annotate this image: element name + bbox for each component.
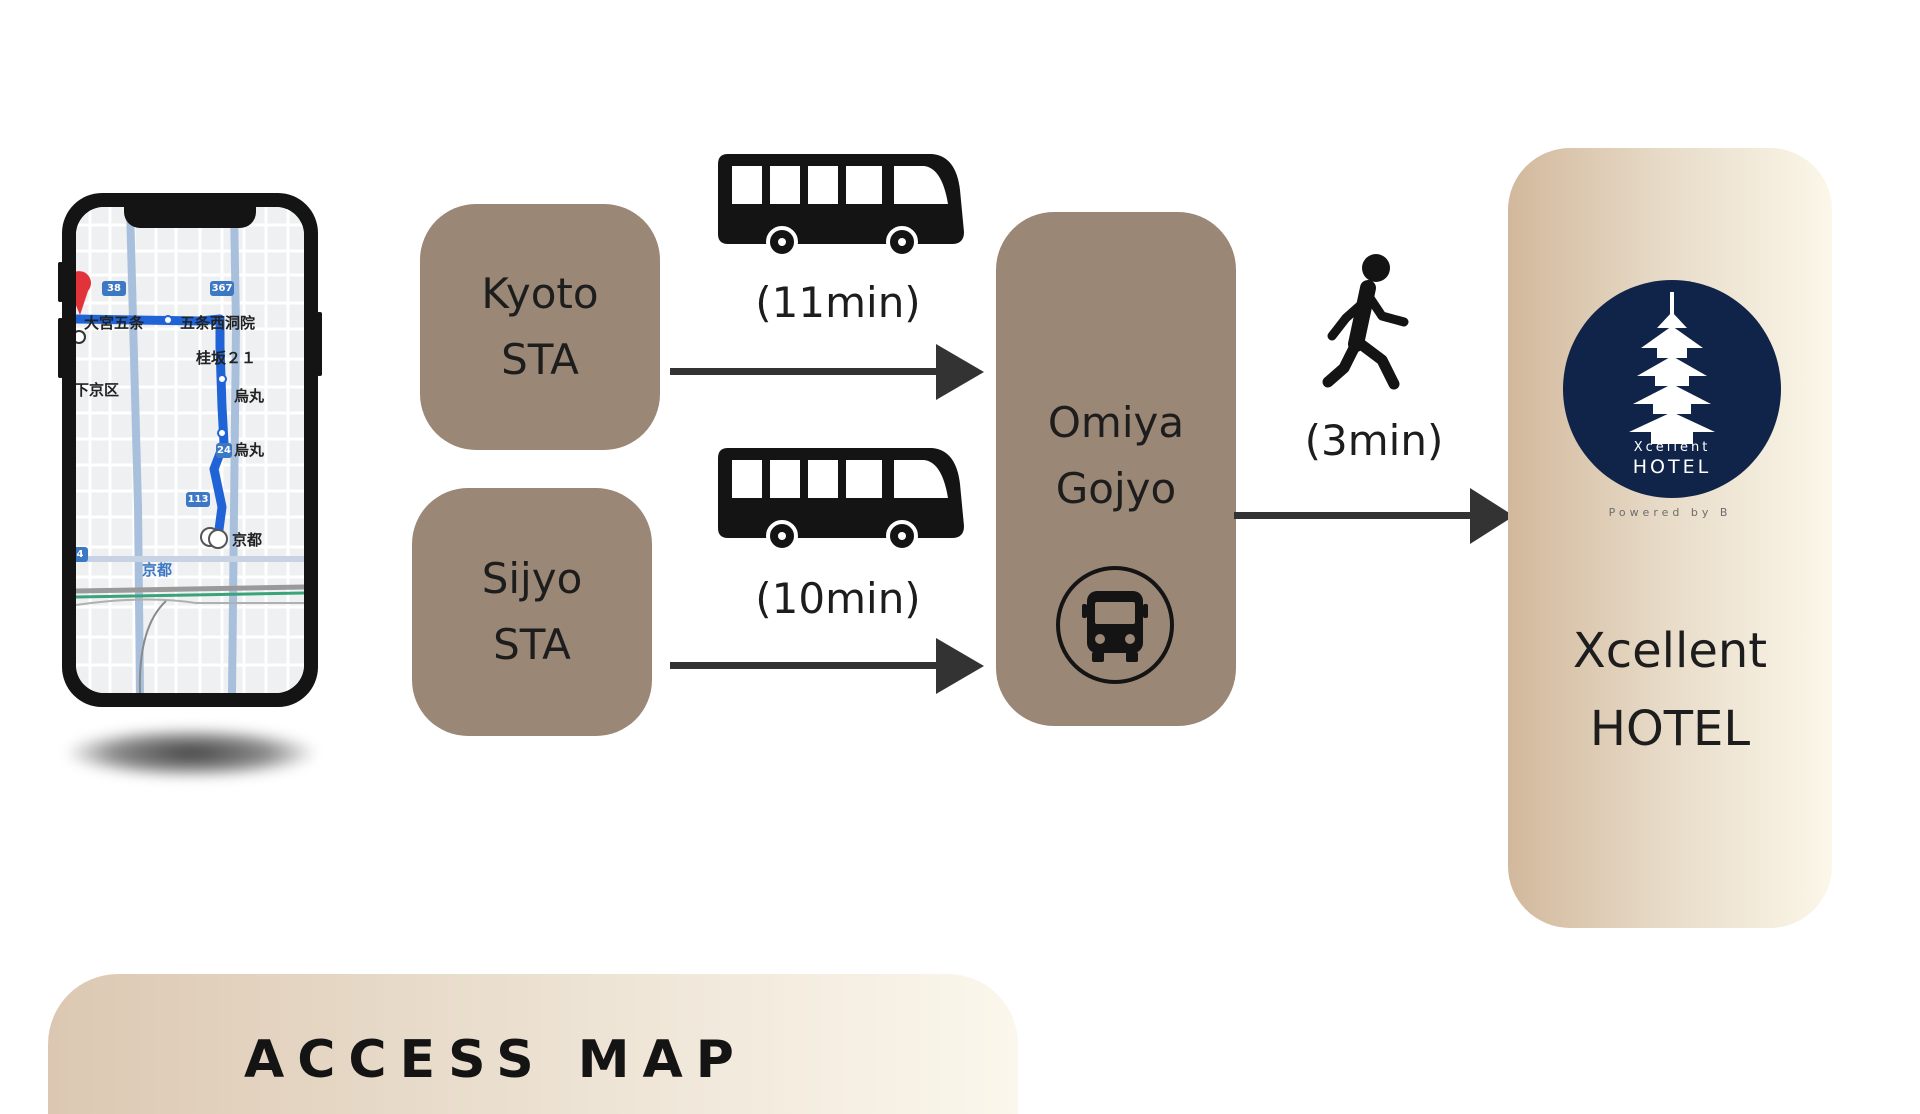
walking-person-icon bbox=[1322, 254, 1409, 390]
map-pin-icon bbox=[76, 271, 91, 344]
station-name: Sijyo bbox=[481, 554, 583, 603]
logo-word: Xcellent bbox=[1633, 440, 1711, 455]
route-badge: 367 bbox=[210, 281, 234, 296]
hotel-name: Xcellent HOTEL bbox=[1508, 612, 1832, 768]
walk-time: (3min) bbox=[1304, 416, 1444, 465]
station-suffix: STA bbox=[501, 335, 579, 384]
station-suffix: STA bbox=[493, 620, 571, 669]
sijyo-station-box: Sijyo STA bbox=[412, 488, 652, 736]
kyoto-station-box: Kyoto STA bbox=[420, 204, 660, 450]
map-label: 桂坂２１ bbox=[196, 349, 257, 367]
phone-side-button bbox=[58, 318, 63, 378]
map-label: 大宮五条 bbox=[84, 314, 145, 332]
map-label: 下京区 bbox=[76, 381, 120, 399]
logo-word: HOTEL bbox=[1632, 456, 1712, 478]
sijyo-route-time: (10min) bbox=[755, 574, 921, 623]
map-label: 京都 bbox=[142, 561, 173, 579]
bus-icon bbox=[718, 448, 964, 550]
phone-side-button bbox=[317, 312, 322, 376]
pagoda-icon bbox=[1629, 292, 1715, 444]
route-arrow bbox=[670, 344, 984, 400]
bus-icon bbox=[718, 154, 964, 256]
phone-notch bbox=[124, 206, 256, 228]
station-name: Kyoto bbox=[481, 269, 599, 318]
hotel-name-line: HOTEL bbox=[1589, 701, 1751, 757]
map-graphic bbox=[76, 207, 304, 693]
hotel-panel bbox=[1508, 148, 1832, 928]
route-arrow bbox=[670, 638, 984, 694]
powered-by-text: Powered by B bbox=[1608, 506, 1732, 519]
map-label: 烏丸 bbox=[234, 387, 265, 405]
station-name: Gojyo bbox=[1055, 464, 1177, 513]
map-label: 烏丸 bbox=[234, 441, 265, 459]
access-map-title: ACCESS MAP bbox=[244, 1030, 747, 1090]
station-name: Omiya bbox=[1047, 398, 1185, 447]
hotel-name-line: Xcellent bbox=[1572, 623, 1768, 679]
kyoto-route-time: (11min) bbox=[755, 278, 921, 327]
hotel-logo: Xcellent HOTEL bbox=[1563, 280, 1781, 498]
map-label: 京都 bbox=[232, 531, 263, 549]
map-label: 五条西洞院 bbox=[180, 314, 256, 332]
phone-shadow bbox=[66, 728, 316, 778]
phone-map-screen: 38 367 24 113 4 大宮五条 五条西洞院 桂坂２１ 下京区 烏丸 烏… bbox=[76, 207, 304, 693]
bus-stop-icon bbox=[1056, 566, 1174, 684]
route-badge: 4 bbox=[76, 547, 88, 562]
route-badge: 38 bbox=[102, 281, 126, 296]
route-badge: 113 bbox=[186, 492, 210, 507]
phone-side-button bbox=[58, 262, 63, 302]
walk-arrow bbox=[1234, 488, 1514, 544]
route-badge: 24 bbox=[216, 443, 232, 458]
